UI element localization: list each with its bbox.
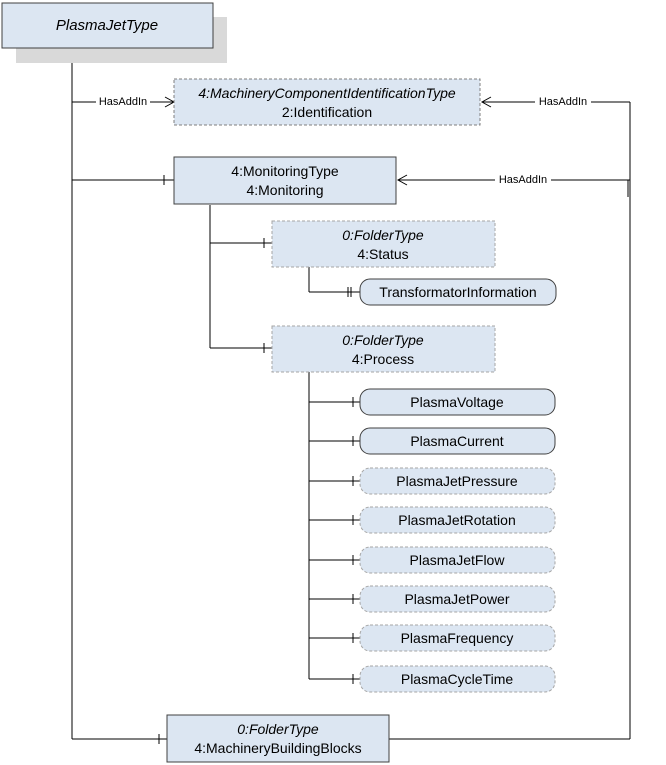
root-node-label: PlasmaJetType [56, 17, 158, 34]
root-node-box [1, 2, 214, 49]
plasma-jet-pressure-node: PlasmaJetPressure [359, 467, 556, 495]
plasma-jet-power-label: PlasmaJetPower [404, 591, 509, 607]
building-blocks-type-label: 0:FolderType [237, 721, 319, 737]
plasma-current-box [359, 427, 556, 455]
process-name-label: 4:Process [352, 351, 414, 367]
plasma-cycle-time-node: PlasmaCycleTime [359, 665, 556, 693]
monitoring-type-label: 4:MonitoringType [231, 163, 339, 179]
plasma-jet-rotation-box [359, 506, 556, 534]
plasma-jet-flow-box [359, 546, 556, 574]
root-node: PlasmaJetType [1, 2, 227, 63]
status-node: 0:FolderType 4:Status [271, 220, 496, 268]
status-name-label: 4:Status [357, 246, 408, 262]
plasma-frequency-label: PlasmaFrequency [401, 630, 514, 646]
building-blocks-node: 0:FolderType 4:MachineryBuildingBlocks [166, 714, 390, 763]
plasma-jet-power-box [359, 585, 556, 613]
plasma-cycle-time-box [359, 665, 556, 693]
transformator-information-node: TransformatorInformation [359, 278, 557, 306]
has-add-in-label-1: HasAddIn [99, 96, 147, 108]
plasma-jet-flow-label: PlasmaJetFlow [410, 552, 506, 568]
reference-labels: HasAddIn HasAddIn HasAddIn [96, 94, 591, 186]
status-type-label: 0:FolderType [342, 227, 424, 243]
status-node-box [271, 220, 496, 268]
has-add-in-label-3: HasAddIn [499, 174, 547, 186]
plasma-voltage-box [359, 388, 556, 416]
plasma-jet-rotation-node: PlasmaJetRotation [359, 506, 556, 534]
transformator-information-label: TransformatorInformation [379, 284, 536, 300]
identification-node: 4:MachineryComponentIdentificationType 2… [173, 78, 481, 126]
identification-node-box [173, 78, 481, 126]
monitoring-node-box [173, 156, 397, 205]
process-variable-connectors [309, 397, 360, 684]
connectors [71, 48, 631, 744]
plasma-voltage-label: PlasmaVoltage [410, 394, 504, 410]
has-add-in-label-2: HasAddIn [539, 96, 587, 108]
process-node-box [271, 325, 496, 373]
plasma-jet-power-node: PlasmaJetPower [359, 585, 556, 613]
plasma-voltage-node: PlasmaVoltage [359, 388, 556, 416]
building-blocks-name-label: 4:MachineryBuildingBlocks [194, 740, 361, 756]
plasma-current-label: PlasmaCurrent [410, 433, 503, 449]
building-blocks-node-box [166, 714, 390, 763]
plasma-jet-pressure-label: PlasmaJetPressure [396, 473, 518, 489]
monitoring-node: 4:MonitoringType 4:Monitoring [173, 156, 397, 205]
monitoring-name-label: 4:Monitoring [246, 182, 323, 198]
plasma-jet-rotation-label: PlasmaJetRotation [398, 512, 516, 528]
identification-name-label: 2:Identification [282, 104, 372, 120]
plasma-frequency-node: PlasmaFrequency [359, 624, 556, 652]
plasma-jet-pressure-box [359, 467, 556, 495]
plasma-jet-flow-node: PlasmaJetFlow [359, 546, 556, 574]
plasma-current-node: PlasmaCurrent [359, 427, 556, 455]
plasma-cycle-time-label: PlasmaCycleTime [401, 671, 513, 687]
identification-type-label: 4:MachineryComponentIdentificationType [198, 85, 456, 101]
process-type-label: 0:FolderType [342, 332, 424, 348]
transformator-information-box [359, 278, 557, 306]
plasma-frequency-box [359, 624, 556, 652]
process-node: 0:FolderType 4:Process [271, 325, 496, 373]
